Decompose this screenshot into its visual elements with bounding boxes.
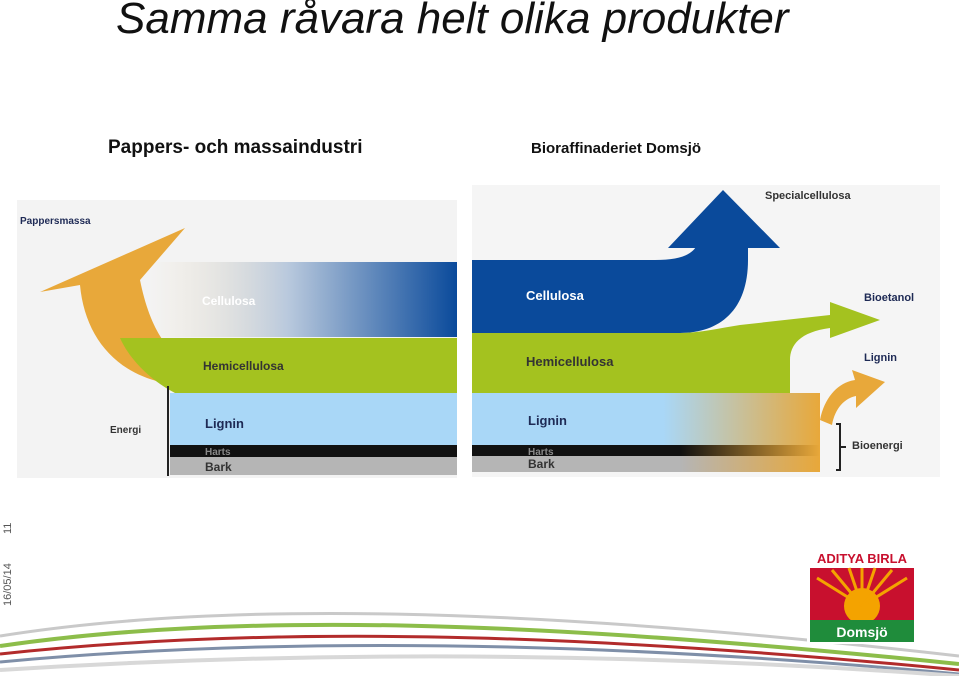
left-panel-heading: Pappers- och massaindustri [108,137,363,158]
label-right-harts: Harts [528,447,554,458]
left-bark-band [170,457,457,475]
logo-name: Domsjö [836,624,887,640]
right-cellulose-band [472,190,780,333]
label-left-bark: Bark [205,460,232,474]
label-bioetanol: Bioetanol [864,292,914,304]
left-cellulose-band [150,262,457,337]
label-specialcellulosa: Specialcellulosa [765,190,851,202]
lignin-out-arrow [820,370,885,425]
label-right-lignin: Lignin [528,413,567,428]
aditya-birla-domsjo-logo: ADITYA BIRLA Domsjö [807,548,917,644]
right-panel-heading: Bioraffinaderiet Domsjö [531,140,702,157]
slide-number: 11 [2,522,14,534]
bioenergy-bracket [836,423,846,471]
label-right-bark: Bark [528,457,555,471]
right-lignin-band [472,393,820,445]
right-resin-band [472,445,820,456]
label-left-hemicellulose: Hemicellulosa [203,359,284,373]
label-right-cellulose: Cellulosa [526,288,585,303]
label-left-cellulose: Cellulosa [202,294,256,308]
label-left-lignin: Lignin [205,416,244,431]
left-lignin-band [170,393,457,445]
footer-swoosh [0,611,959,676]
right-hemicellulose-band [472,302,880,393]
label-right-hemicellulose: Hemicellulosa [526,354,614,369]
slide-title: Samma råvara helt olika produkter [116,0,789,43]
right-bark-band [472,456,820,472]
label-lignin-out: Lignin [864,352,897,364]
slide-date: 16/05/14 [2,563,14,606]
left-hemicellulose-band [120,338,457,393]
left-resin-band [170,445,457,457]
label-energi: Energi [110,425,141,436]
label-left-harts: Harts [205,447,231,458]
logo-brand: ADITYA BIRLA [817,551,908,566]
label-bioenergi: Bioenergi [852,440,903,452]
label-pappersmassa: Pappersmassa [20,216,91,227]
